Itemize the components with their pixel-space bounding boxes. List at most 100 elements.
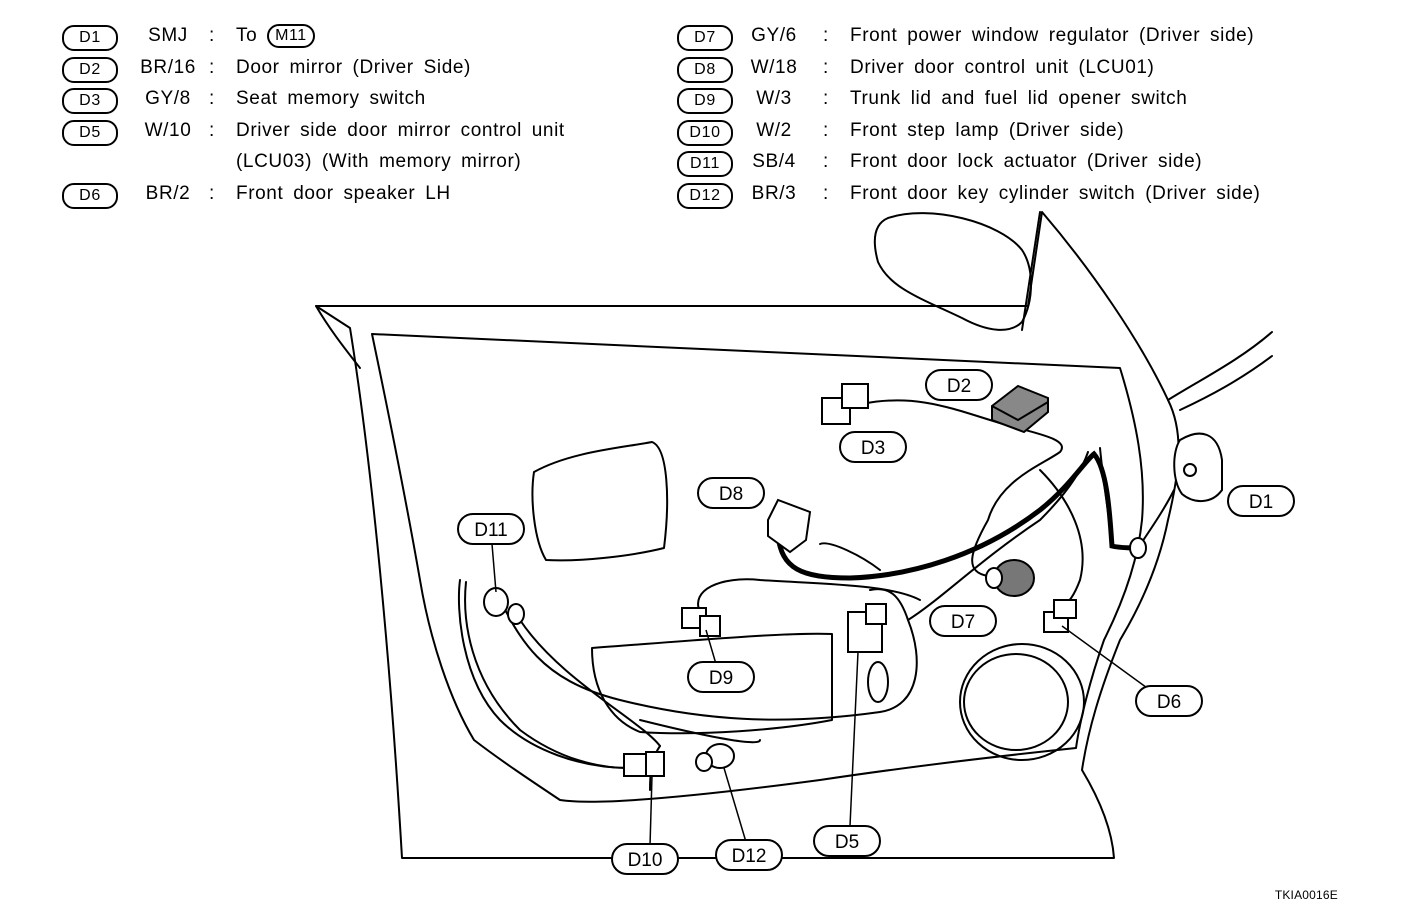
- callout-d3: D3: [839, 431, 907, 463]
- connector-pill: D8: [677, 56, 733, 83]
- connector-code: W/18: [750, 56, 798, 78]
- body-line: [1167, 331, 1273, 401]
- connector-pill: D1: [62, 25, 118, 51]
- connector-code: W/2: [756, 119, 792, 141]
- connector-description-continued: (LCU03) (With memory mirror): [236, 151, 522, 172]
- door-lower-edge: [315, 305, 361, 369]
- door-inner-panel: [371, 333, 1144, 803]
- separator: :: [209, 25, 215, 46]
- drain-slot: [867, 661, 889, 703]
- connector-description: Door mirror (Driver Side): [236, 56, 471, 78]
- door-outer-panel: [315, 211, 1180, 859]
- leader-line-d12: [723, 767, 747, 843]
- callout-d5-label: D5: [835, 832, 859, 853]
- callout-d2: D2: [925, 369, 993, 401]
- connector-pill: D10: [677, 119, 733, 146]
- connector-code: BR/2: [145, 182, 191, 204]
- leader-line-d10: [649, 775, 653, 847]
- leader-line-d11: [491, 543, 497, 593]
- connector-d3-shape: [821, 383, 869, 425]
- connector-d12-shape: [695, 743, 735, 772]
- connector-d10-shape: [623, 751, 665, 777]
- door-mirror-outline: [873, 211, 1041, 331]
- separator: :: [823, 182, 829, 204]
- separator: :: [823, 151, 829, 172]
- connector-pill: D2: [62, 56, 118, 83]
- callout-d8-label: D8: [719, 484, 743, 505]
- connector-code: SB/4: [752, 151, 796, 172]
- callout-d7: D7: [929, 605, 997, 637]
- figure-code: TKIA0016E: [1274, 888, 1338, 902]
- body-line: [1179, 355, 1273, 411]
- connector-description: Trunk lid and fuel lid opener switch: [850, 88, 1188, 109]
- connector-pill: D12: [677, 182, 733, 209]
- connector-code: W/10: [144, 119, 192, 141]
- callout-d3-label: D3: [861, 438, 885, 459]
- separator: :: [823, 56, 829, 78]
- callout-d7-label: D7: [951, 612, 975, 633]
- connector-pill: D6: [62, 182, 118, 209]
- trim-pocket: [591, 632, 833, 735]
- connector-code: GY/6: [751, 25, 797, 46]
- callout-d9-label: D9: [709, 668, 733, 689]
- separator: :: [823, 25, 829, 46]
- connector-d6-shape: [1043, 599, 1077, 633]
- callout-d1-label: D1: [1249, 492, 1273, 513]
- connector-pill: D11: [677, 151, 733, 177]
- connector-description: Front step lamp (Driver side): [850, 119, 1125, 141]
- connector-pill: D5: [62, 119, 118, 146]
- connector-code: SMJ: [148, 25, 188, 46]
- access-hole: [531, 441, 669, 562]
- connector-description: Front power window regulator (Driver sid…: [850, 25, 1255, 46]
- connector-d9-shape: [681, 607, 721, 637]
- description-prefix: To: [236, 25, 258, 46]
- callout-d10-label: D10: [628, 850, 663, 871]
- separator: :: [209, 119, 215, 141]
- callout-d9: D9: [687, 661, 755, 693]
- separator: :: [209, 56, 215, 78]
- separator: :: [823, 119, 829, 141]
- connector-d7-shape: [985, 559, 1035, 597]
- callout-d12: D12: [715, 839, 783, 871]
- callout-d2-label: D2: [947, 376, 971, 397]
- callout-d12-label: D12: [732, 846, 767, 867]
- connector-description: Front door key cylinder switch (Driver s…: [850, 182, 1261, 204]
- connector-description: To M11: [236, 22, 315, 50]
- connector-pill: D3: [62, 88, 118, 114]
- callout-d6-label: D6: [1157, 692, 1181, 713]
- main-harness-trunk: [775, 450, 1141, 581]
- speaker-outline: [959, 643, 1085, 761]
- leader-line-d5: [849, 651, 859, 827]
- connector-description: Driver side door mirror control unit: [236, 119, 565, 141]
- callout-d1: D1: [1227, 485, 1295, 517]
- callout-d6: D6: [1135, 685, 1203, 717]
- connector-code: W/3: [756, 88, 792, 109]
- callout-d11-label: D11: [474, 520, 507, 541]
- separator: :: [823, 88, 829, 109]
- connector-d5-shape: [847, 603, 887, 653]
- leader-line-d6: [1061, 625, 1151, 691]
- connector-code: BR/3: [751, 182, 797, 204]
- callout-d5: D5: [813, 825, 881, 857]
- connector-description: Seat memory switch: [236, 88, 426, 109]
- connector-d2-shape: [991, 384, 1049, 434]
- connector-description: Front door speaker LH: [236, 182, 451, 204]
- separator: :: [209, 182, 215, 204]
- connector-description: Driver door control unit (LCU01): [850, 56, 1155, 78]
- connector-description: Front door lock actuator (Driver side): [850, 151, 1203, 172]
- connector-pill: D7: [677, 25, 733, 51]
- grommet: [1129, 537, 1147, 559]
- connector-d11-shape: [483, 587, 525, 625]
- separator: :: [209, 88, 215, 109]
- wiring-harness: [457, 399, 1175, 791]
- connector-code: BR/16: [140, 56, 196, 78]
- callout-d10: D10: [611, 843, 679, 875]
- connector-pill: D9: [677, 88, 733, 114]
- callout-d8: D8: [697, 477, 765, 509]
- connector-code: GY/8: [145, 88, 191, 109]
- callout-d11: D11: [457, 513, 525, 545]
- connector-d8-shape: [767, 498, 812, 554]
- connector-d1-shape: [1173, 432, 1223, 502]
- connector-pill-inline: M11: [267, 24, 315, 48]
